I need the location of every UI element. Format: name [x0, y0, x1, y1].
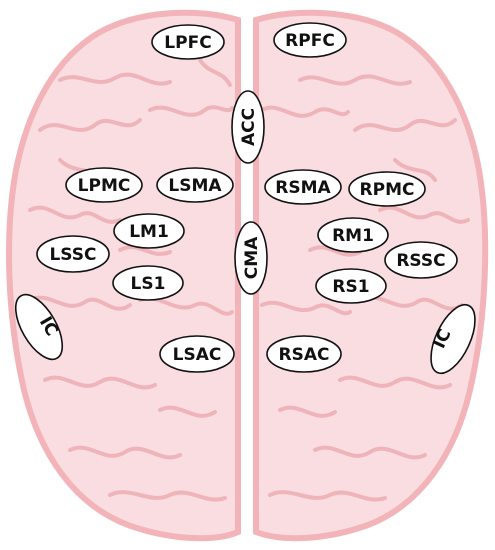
ls1-label: LS1: [131, 274, 166, 294]
lsma-label: LSMA: [168, 176, 222, 196]
ic-right-outline: [430, 303, 476, 375]
region-rsac: RSAC: [266, 335, 342, 373]
lpfc-label: LPFC: [164, 33, 211, 53]
region-lpfc: LPFC: [151, 24, 225, 60]
ic-left-outline: [14, 293, 64, 361]
rsma-outline: [264, 169, 342, 205]
rs1-label: RS1: [332, 277, 369, 297]
lsac-label: LSAC: [173, 345, 222, 365]
region-cma: CMA: [234, 221, 268, 295]
lm1-outline: [113, 213, 185, 249]
ls1-outline: [112, 265, 184, 301]
region-rssc: RSSC: [384, 241, 458, 279]
lssc-label: LSSC: [49, 245, 96, 265]
region-lpmc: LPMC: [65, 167, 143, 203]
region-rm1: RM1: [317, 217, 389, 253]
region-acc: ACC: [231, 90, 265, 164]
gyri-pattern: [28, 58, 470, 502]
cma-label: CMA: [242, 236, 262, 279]
region-rs1: RS1: [315, 268, 387, 304]
lpmc-outline: [65, 167, 143, 203]
region-rsma: RSMA: [264, 169, 342, 205]
rm1-outline: [317, 217, 389, 253]
lssc-outline: [36, 235, 110, 273]
acc-outline: [231, 90, 265, 164]
rpmc-label: RPMC: [360, 180, 415, 200]
lsac-outline: [159, 335, 235, 373]
rssc-label: RSSC: [396, 251, 445, 271]
rpfc-label: RPFC: [285, 31, 335, 51]
region-rpmc: RPMC: [348, 171, 426, 207]
region-ic-right: IC: [429, 303, 476, 375]
lsma-outline: [156, 167, 234, 203]
rpmc-outline: [348, 171, 426, 207]
rpfc-outline: [273, 22, 347, 58]
brain-illustration: [6, 9, 489, 542]
rssc-outline: [384, 241, 458, 279]
rsac-label: RSAC: [279, 345, 330, 365]
lpmc-label: LPMC: [78, 176, 131, 196]
lpfc-outline: [151, 24, 225, 60]
rs1-outline: [315, 268, 387, 304]
rm1-label: RM1: [332, 226, 374, 246]
acc-label: ACC: [239, 108, 259, 146]
region-lsac: LSAC: [159, 335, 235, 373]
region-lsma: LSMA: [156, 167, 234, 203]
region-ls1: LS1: [112, 265, 184, 301]
lm1-label: LM1: [129, 222, 169, 242]
region-lssc: LSSC: [36, 235, 110, 273]
cma-outline: [234, 221, 268, 295]
region-rpfc: RPFC: [273, 22, 347, 58]
region-lm1: LM1: [113, 213, 185, 249]
rsac-outline: [266, 335, 342, 373]
rsma-label: RSMA: [275, 178, 331, 198]
